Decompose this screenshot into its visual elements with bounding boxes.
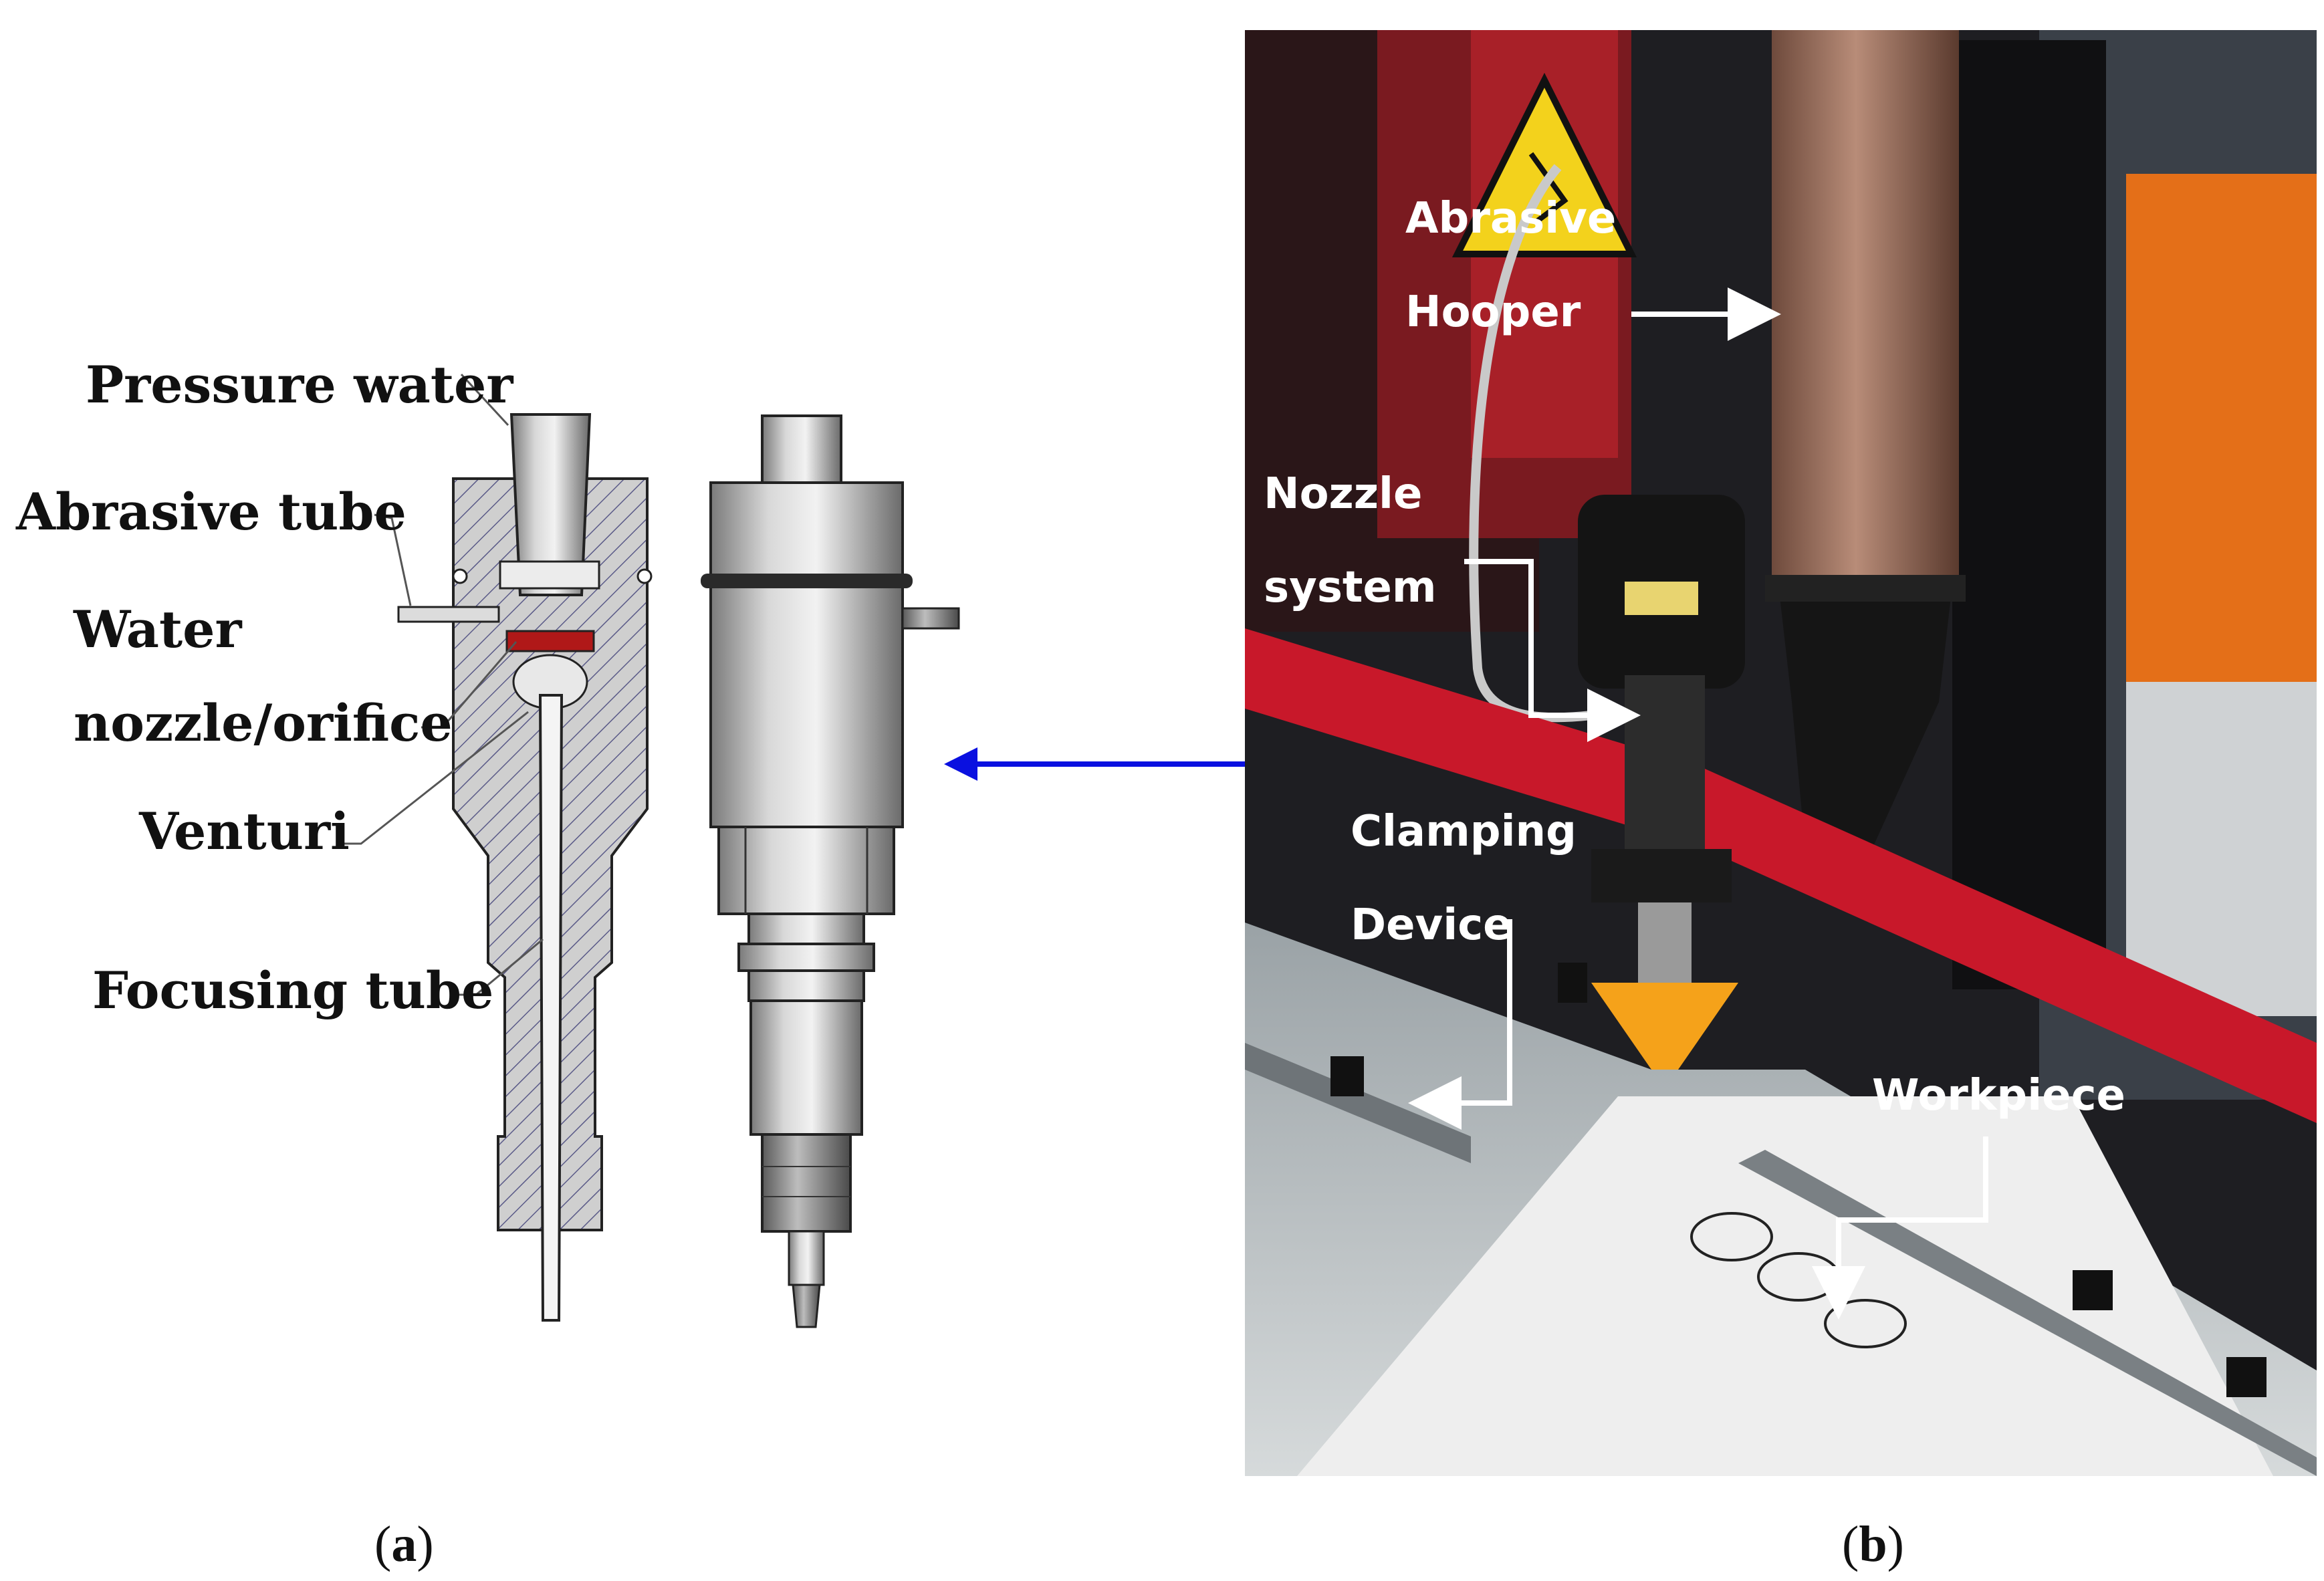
focusing-tube-shape — [538, 694, 564, 1322]
label-abrasive-hopper-line1: Abrasive — [1405, 194, 1616, 243]
caption-a-open: ( — [374, 1516, 391, 1572]
label-clamping-device-line1: Clamping — [1351, 807, 1577, 856]
caption-b: (b) — [1842, 1516, 1904, 1572]
caption-a-letter: a — [391, 1516, 417, 1572]
label-abrasive-hopper-line2: Hooper — [1405, 287, 1581, 337]
label-nozzle-system-line2: system — [1264, 563, 1437, 612]
panel-a-drawing: Pressure water Abrasive tube Water nozzl… — [15, 355, 960, 1328]
panel-b-photo: Abrasive Hooper Nozzle system Clamping D… — [1245, 30, 2317, 1476]
label-nozzle-system-line1: Nozzle — [1264, 469, 1422, 519]
label-clamping-device-line2: Device — [1351, 900, 1512, 950]
panel-b-label-arrows — [1408, 287, 1988, 1320]
label-focusing-tube: Focusing tube — [92, 961, 493, 1020]
clamp-knob — [1330, 1056, 1364, 1096]
nozzle-cross-section — [397, 413, 653, 1322]
caption-b-letter: b — [1859, 1516, 1887, 1572]
caption-a-close: ) — [417, 1516, 433, 1572]
orifice-marker — [505, 630, 595, 652]
label-water-nozzle-line2: nozzle/orifice — [74, 693, 453, 753]
abrasive-hopper-shape — [1772, 30, 1959, 585]
label-abrasive-tube: Abrasive tube — [15, 482, 406, 541]
machine-column — [1952, 40, 2106, 989]
caption-b-close: ) — [1887, 1516, 1904, 1572]
workpiece-sheet — [1297, 1096, 2273, 1476]
label-venturi: Venturi — [138, 802, 350, 861]
warning-sign-icon — [1451, 72, 1637, 257]
orange-splash-cone — [1591, 983, 1738, 1070]
panel-a-leader-lines — [341, 373, 544, 996]
label-water-nozzle-line1: Water — [73, 600, 242, 659]
label-pressure-water: Pressure water — [86, 355, 513, 414]
caption-a: (a) — [374, 1516, 434, 1572]
nozzle-exterior-view — [701, 414, 960, 1328]
label-workpiece: Workpiece — [1872, 1071, 2125, 1120]
caption-b-open: ( — [1842, 1516, 1859, 1572]
